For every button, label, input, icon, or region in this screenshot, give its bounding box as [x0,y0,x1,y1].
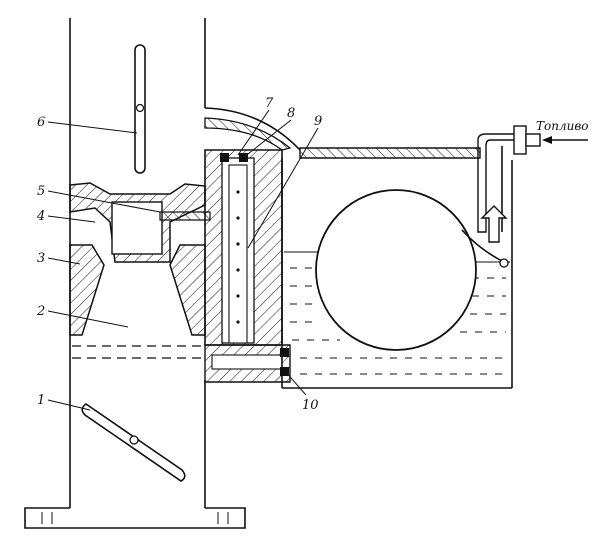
part-labels: 1 2 3 4 5 6 7 8 9 10 Топливо [36,96,589,413]
emulsion-well [204,149,283,346]
part-label-6: 6 [37,115,45,130]
fuel-inlet [477,125,588,243]
float [315,189,477,351]
part-label-3: 3 [37,251,45,266]
part-label-7: 7 [265,96,274,111]
leader-lines [47,109,319,411]
float-lever [461,229,509,268]
fuel-inlet-label: Топливо [536,119,589,133]
part-label-4: 4 [36,209,45,224]
part-label-8: 8 [287,106,295,121]
float-chamber [281,147,513,389]
air-bleed-channel [204,107,301,151]
mixing-chamber-lines [72,345,204,359]
part-label-10: 10 [302,398,319,413]
part-label-1: 1 [37,393,45,408]
fuel-passage [204,344,291,383]
throttle-valve [81,403,186,482]
part-label-2: 2 [36,304,45,319]
fuel-level [284,251,510,375]
air-damper [134,44,146,174]
part-label-9: 9 [314,114,322,129]
small-diffuser [69,182,211,263]
part-label-5: 5 [37,184,45,199]
